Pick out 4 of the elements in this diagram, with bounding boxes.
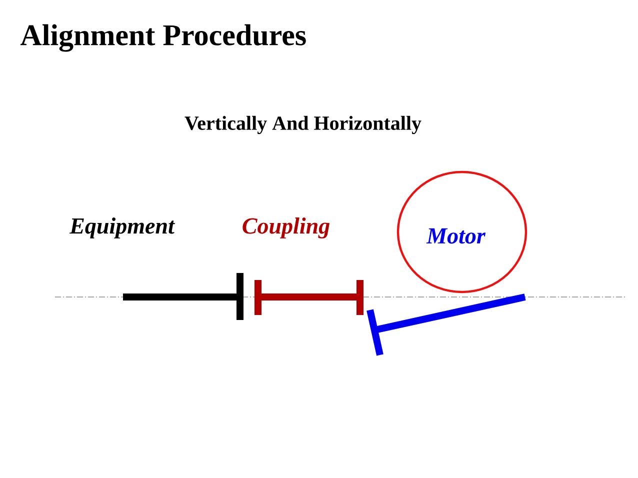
subtitle: Vertically And Horizontally bbox=[184, 116, 422, 134]
part-label: Coupling bbox=[242, 218, 330, 238]
title: Alignment Procedures bbox=[20, 24, 306, 52]
part-label: Equipment bbox=[69, 218, 175, 238]
